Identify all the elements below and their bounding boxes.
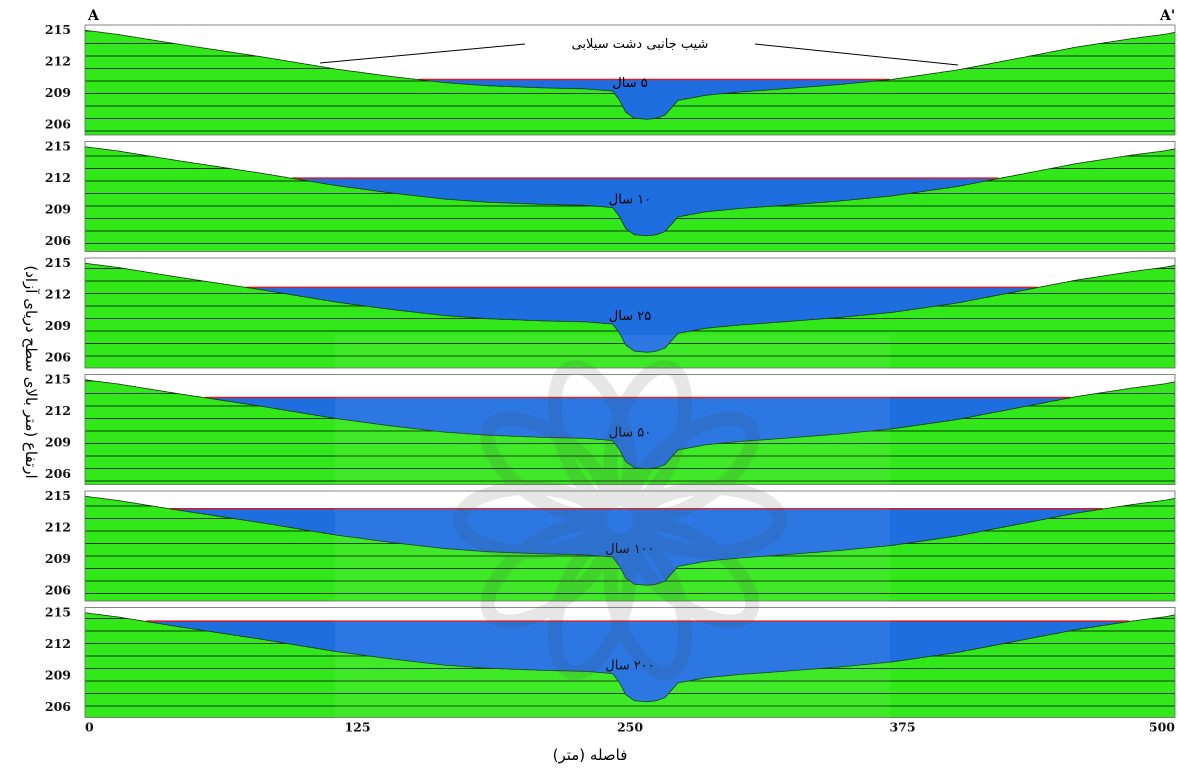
y-tick-label: 209 xyxy=(45,202,71,217)
return-period-label-2: ۱۰ سال xyxy=(609,192,651,207)
water-area-2 xyxy=(292,178,1001,236)
x-tick-label: 250 xyxy=(617,720,643,735)
y-tick-label: 206 xyxy=(45,466,71,481)
y-tick-label: 212 xyxy=(45,170,71,185)
x-tick-label: 500 xyxy=(1149,720,1175,735)
y-tick-label: 215 xyxy=(45,372,71,387)
y-tick-label: 212 xyxy=(45,287,71,302)
y-tick-label: 209 xyxy=(45,435,71,450)
y-tick-label: 206 xyxy=(45,233,71,248)
axes-group: A A' فاصله (متر) ارتفاع (متر بالای سطح د… xyxy=(22,8,1175,764)
y-tick-label: 215 xyxy=(45,22,71,37)
y-tick-label: 209 xyxy=(45,551,71,566)
y-tick-label: 209 xyxy=(45,85,71,100)
floodplain-slope-annotation: شیب جانبی دشت سیلابی xyxy=(572,37,709,52)
y-tick-label: 209 xyxy=(45,668,71,683)
water-area-5 xyxy=(170,508,1106,586)
panel-5: 206 209 212 215 ۱۰۰ سال xyxy=(45,488,1176,602)
section-end-label: A' xyxy=(1159,8,1175,24)
y-tick-label: 212 xyxy=(45,520,71,535)
panel-6: 206 209 212 215 ۲۰۰ سال xyxy=(45,605,1176,718)
annotation-leader-right xyxy=(754,43,959,66)
panel-3: 206 209 212 215 ۲۵ سال xyxy=(45,255,1176,369)
x-tick-label: 0 xyxy=(85,720,94,735)
return-period-label-6: ۲۰۰ سال xyxy=(605,658,654,673)
y-tick-label: 212 xyxy=(45,54,71,69)
x-tick-label: 125 xyxy=(344,720,370,735)
watermark-logo xyxy=(335,335,890,735)
y-axis-title: ارتفاع (متر بالای سطح دریای آزاد) xyxy=(22,265,40,478)
y-tick-label: 206 xyxy=(45,583,71,598)
y-tick-label: 209 xyxy=(45,318,71,333)
water-area-3 xyxy=(246,287,1040,353)
y-tick-label: 206 xyxy=(45,117,71,132)
annotation-leader-left xyxy=(319,43,526,64)
y-tick-label: 215 xyxy=(45,255,71,270)
y-tick-label: 206 xyxy=(45,699,71,714)
return-period-label-3: ۲۵ سال xyxy=(609,309,651,324)
y-tick-label: 215 xyxy=(45,139,71,154)
section-start-label: A xyxy=(87,8,100,24)
water-area-6 xyxy=(146,621,1132,702)
panel-4: 206 209 212 215 ۵۰ سال xyxy=(45,372,1176,485)
x-tick-label: 375 xyxy=(889,720,915,735)
return-period-label-4: ۵۰ سال xyxy=(609,425,651,440)
x-axis-title: فاصله (متر) xyxy=(553,746,628,764)
water-area-4 xyxy=(204,397,1073,469)
y-tick-label: 206 xyxy=(45,350,71,365)
panel-2: 206 209 212 215 ۱۰ سال xyxy=(45,139,1176,252)
return-period-label-5: ۱۰۰ سال xyxy=(605,542,654,557)
y-tick-label: 212 xyxy=(45,403,71,418)
y-tick-label: 215 xyxy=(45,488,71,503)
return-period-label-1: ۵ سال xyxy=(612,76,647,91)
y-tick-label: 215 xyxy=(45,605,71,620)
y-tick-label: 212 xyxy=(45,636,71,651)
